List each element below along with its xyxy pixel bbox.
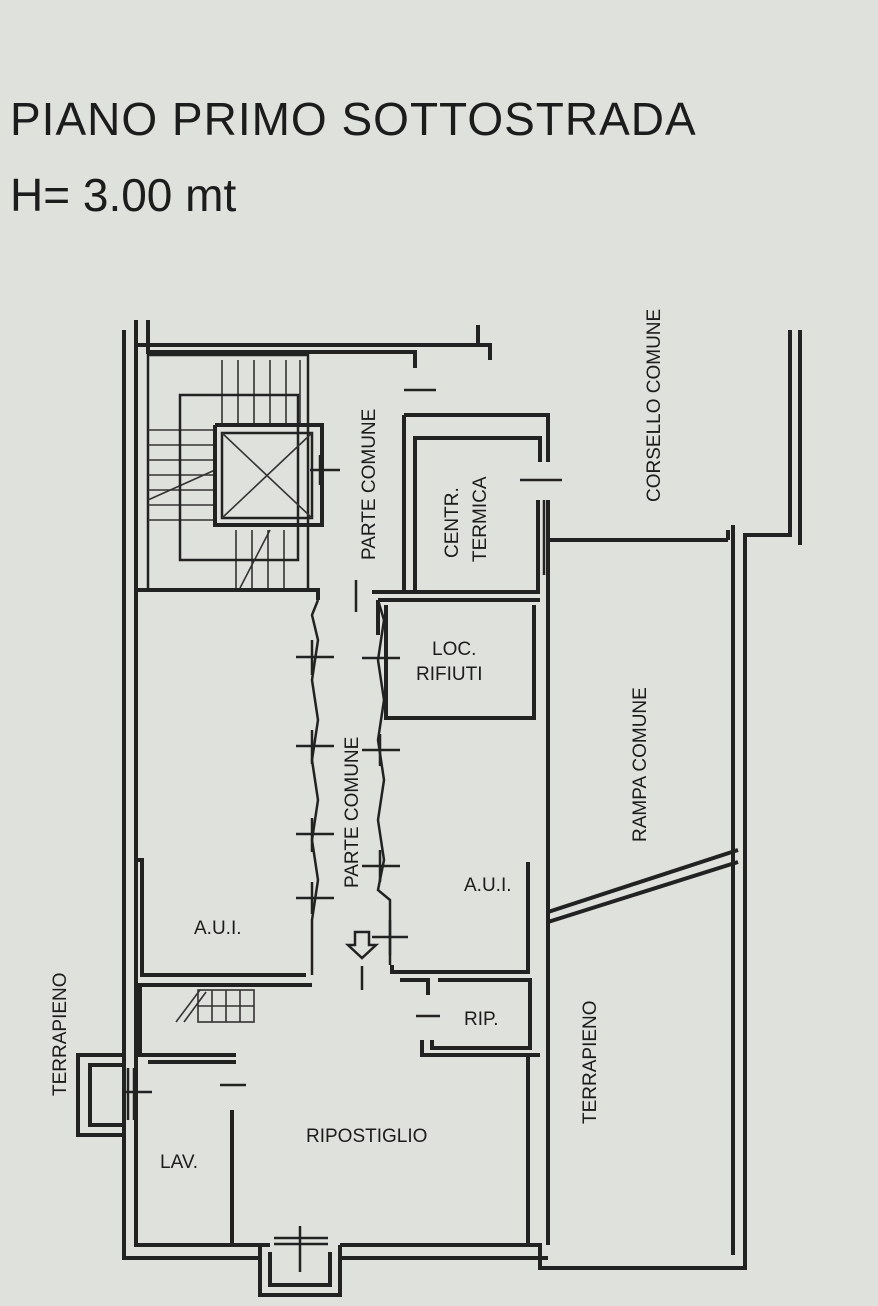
label-locale-rifiuti-2: RIFIUTI: [416, 664, 483, 685]
label-ripostiglio: RIPOSTIGLIO: [306, 1126, 427, 1147]
aui-right-walls: [390, 862, 540, 1057]
ripostiglio-lav-walls: [124, 1055, 530, 1272]
centrale-termica-walls: [372, 413, 550, 602]
label-centrale-termica-2: TERMICA: [470, 476, 491, 562]
label-aui-right: A.U.I.: [464, 875, 512, 896]
label-locale-rifiuti-1: LOC.: [432, 639, 476, 660]
ceiling-height: H= 3.00 mt: [10, 169, 237, 221]
aui-left-walls: [136, 858, 312, 987]
label-rip: RIP.: [464, 1009, 499, 1030]
label-rampa-comune: RAMPA COMUNE: [630, 687, 651, 842]
plan-title: PIANO PRIMO SOTTOSTRADA: [10, 93, 697, 145]
label-parte-comune-corridor: PARTE COMUNE: [342, 737, 363, 888]
outer-walls: [76, 320, 802, 1297]
label-terrapieno-left: TERRAPIENO: [50, 972, 71, 1096]
label-corsello-comune: CORSELLO COMUNE: [644, 309, 665, 502]
stair-block: [146, 353, 310, 592]
label-lav: LAV.: [160, 1152, 198, 1173]
label-aui-left: A.U.I.: [194, 918, 242, 939]
corridor-walls: [136, 388, 562, 990]
label-terrapieno-right: TERRAPIENO: [580, 1000, 601, 1124]
small-stair: [138, 985, 255, 1064]
label-centrale-termica-1: CENTR.: [442, 487, 463, 558]
label-parte-comune-top: PARTE COMUNE: [359, 409, 380, 560]
elevator-shaft: [213, 423, 340, 527]
locale-rifiuti-walls: [376, 600, 536, 720]
